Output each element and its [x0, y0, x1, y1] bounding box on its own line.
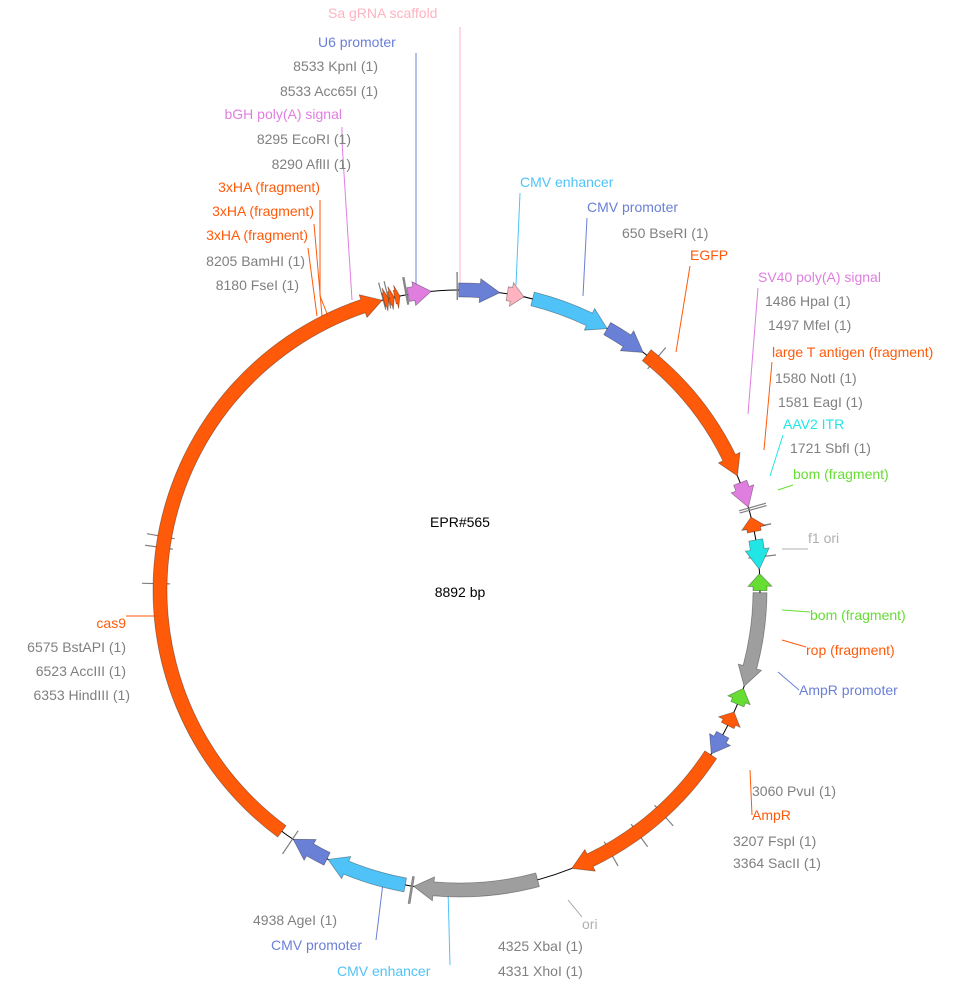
- feature-label-aav2-itr-22: AAV2 ITR: [783, 416, 844, 432]
- site-label-1580-noti-1-20: 1580 NotI (1): [775, 370, 857, 386]
- site-label-3060-pvui-1-29: 3060 PvuI (1): [752, 783, 836, 799]
- leader-line-cmv-promoter: [582, 217, 588, 297]
- feature-label-f1-ori-25: f1 ori: [808, 530, 839, 546]
- feature-arrow-3xha-fragment-16: [381, 287, 390, 312]
- feature-label-rop-fragment-27: rop (fragment): [806, 642, 895, 658]
- leader-line-ampr-promoter: [777, 671, 800, 691]
- site-tick-4325-xbai-1: [409, 876, 415, 905]
- feature-arrow-sa-grna-scaffold-21: [505, 281, 525, 308]
- site-label-4938-agei-1-38: 4938 AgeI (1): [253, 912, 337, 928]
- feature-arrow-sv40-poly-a-signal-3: [730, 479, 755, 509]
- label-layer: Sa gRNA scaffold U6 promoter 8533 KpnI (1)…: [27, 5, 933, 979]
- site-tick-1486-hpai-1: [738, 502, 767, 512]
- leader-line-ori: [567, 899, 583, 918]
- plasmid-length: 8892 bp: [435, 584, 486, 600]
- feature-label-u6-promoter-1: U6 promoter: [318, 34, 396, 50]
- site-label-8295-ecori-1-5: 8295 EcoRI (1): [257, 131, 351, 147]
- feature-label-ori-33: ori: [582, 916, 598, 932]
- feature-label-ampr-30: AmpR: [752, 807, 791, 823]
- feature-arrow-egfp-2: [641, 349, 741, 477]
- site-label-650-bseri-1-14: 650 BseRI (1): [622, 225, 708, 241]
- leader-line-bom-fragment: [781, 609, 811, 613]
- feature-arrow-aav2-itr-5: [744, 538, 770, 571]
- site-label-1721-sbfi-1-23: 1721 SbfI (1): [790, 440, 871, 456]
- feature-label-cmv-enhancer-36: CMV enhancer: [337, 963, 431, 979]
- feature-arrow-ampr-11: [571, 750, 718, 872]
- feature-arrow-ampr-promoter-10: [709, 730, 732, 755]
- feature-arrow-cmv-enhancer-0: [530, 291, 608, 331]
- feature-label-cmv-promoter-37: CMV promoter: [271, 937, 362, 953]
- site-label-8205-bamhi-1-10: 8205 BamHI (1): [206, 253, 305, 269]
- leader-line-sv40-poly-a-signal: [747, 287, 759, 415]
- site-label-8180-fsei-1-11: 8180 FseI (1): [216, 277, 299, 293]
- feature-label-ampr-promoter-28: AmpR promoter: [799, 682, 898, 698]
- site-label-8290-aflii-1-6: 8290 AflII (1): [272, 156, 351, 172]
- feature-arrow-bgh-poly-a-signal-19: [406, 281, 432, 307]
- feature-arrow-ori-12: [412, 872, 540, 902]
- site-tick-4331-xhoi-1: [407, 876, 414, 904]
- feature-label-3xha-fragment-8: 3xHA (fragment): [212, 203, 314, 219]
- feature-arrow-u6-promoter-20: [458, 277, 501, 304]
- feature-label-cmv-enhancer-12: CMV enhancer: [520, 174, 614, 190]
- site-tick-4938-agei-1: [282, 830, 299, 855]
- label-leader-lines: [126, 27, 811, 966]
- leader-line-bgh-poly-a-signal: [341, 127, 353, 301]
- leader-line-3xha-fragment: [307, 247, 318, 317]
- feature-label-3xha-fragment-7: 3xHA (fragment): [218, 179, 320, 195]
- feature-label-sv40-poly-a-signal-16: SV40 poly(A) signal: [758, 269, 881, 285]
- leader-line-3xha-fragment: [319, 200, 329, 317]
- feature-label-bom-fragment-26: bom (fragment): [810, 607, 906, 623]
- feature-arrow-large-t-antigen-fragment-4: [740, 516, 767, 534]
- feature-arrow-bom-fragment-6: [747, 573, 773, 592]
- site-label-6575-bstapi-1-40: 6575 BstAPI (1): [27, 639, 126, 655]
- site-label-1486-hpai-1-17: 1486 HpaI (1): [765, 293, 851, 309]
- leader-line-egfp: [675, 265, 691, 353]
- feature-label-bgh-poly-a-signal-4: bGH poly(A) signal: [225, 106, 343, 122]
- feature-arrow-cmv-promoter-14: [292, 838, 331, 866]
- leader-line-large-t-antigen-fragment: [763, 361, 773, 451]
- feature-label-egfp-15: EGFP: [690, 247, 728, 263]
- leader-line-3xha-fragment: [313, 223, 323, 317]
- site-label-8533-kpni-1-2: 8533 KpnI (1): [293, 58, 378, 74]
- plasmid-name: EPR#565: [430, 514, 490, 530]
- feature-arrow-3xha-fragment-18: [392, 284, 401, 309]
- site-label-6353-hindiii-1-42: 6353 HindIII (1): [34, 687, 131, 703]
- feature-label-large-t-antigen-fragment-19: large T antigen (fragment): [772, 344, 933, 360]
- feature-arrow-f1-ori-7: [737, 592, 768, 688]
- site-tick-8295-ecori-1: [403, 276, 410, 305]
- site-label-4325-xbai-1-34: 4325 XbaI (1): [498, 938, 583, 954]
- feature-arrow-cas9-15: [152, 294, 383, 838]
- site-tick-8180-fsei-1: [378, 282, 387, 310]
- leader-line-aav2-itr: [769, 434, 784, 477]
- site-label-3207-fspi-1-31: 3207 FspI (1): [733, 833, 816, 849]
- feature-label-3xha-fragment-9: 3xHA (fragment): [206, 227, 308, 243]
- leader-line-rop-fragment: [781, 639, 807, 648]
- leader-line-cmv-promoter: [375, 882, 384, 941]
- leader-line-cmv-enhancer: [515, 192, 521, 286]
- leader-line-cmv-enhancer: [447, 888, 451, 966]
- site-label-3364-sacii-1-32: 3364 SacII (1): [733, 855, 821, 871]
- feature-label-cmv-promoter-13: CMV promoter: [587, 199, 678, 215]
- feature-arrow-cmv-promoter-1: [603, 321, 644, 353]
- site-tick-8205-bamhi-1: [383, 281, 392, 309]
- site-tick-8290-aflii-1: [402, 277, 409, 305]
- leader-line-bom-fragment: [777, 484, 794, 491]
- site-label-6523-acciii-1-41: 6523 AccIII (1): [36, 663, 126, 679]
- feature-arrow-bom-fragment-8: [726, 687, 751, 708]
- feature-label-sa-grna-scaffold-0: Sa gRNA scaffold: [328, 5, 437, 21]
- feature-arrow-3xha-fragment-17: [387, 286, 395, 310]
- feature-label-bom-fragment-24: bom (fragment): [793, 466, 889, 482]
- site-label-1581-eagi-1-21: 1581 EagI (1): [778, 394, 863, 410]
- site-label-8533-acc65i-1-3: 8533 Acc65I (1): [280, 83, 378, 99]
- feature-label-cas9-39: cas9: [96, 615, 126, 631]
- site-label-4331-xhoi-1-35: 4331 XhoI (1): [498, 963, 583, 979]
- site-tick-1497-mfei-1: [739, 505, 767, 514]
- feature-arrow-rop-fragment-9: [717, 711, 741, 730]
- site-label-1497-mfei-1-18: 1497 MfeI (1): [768, 317, 851, 333]
- feature-arrows: [152, 277, 773, 902]
- feature-arrow-cmv-enhancer-13: [327, 856, 407, 893]
- leader-line-ampr: [749, 769, 753, 816]
